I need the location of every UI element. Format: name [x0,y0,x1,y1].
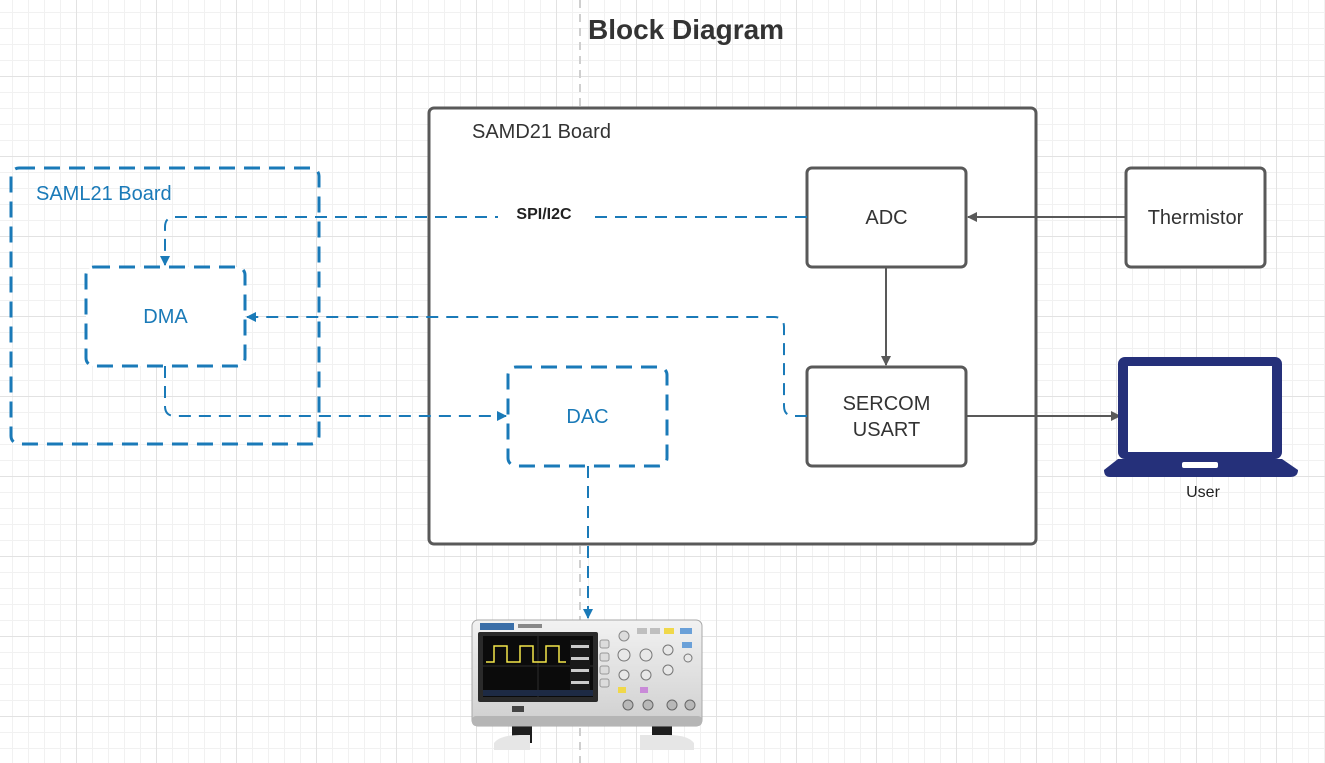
sercom-line2: USART [852,418,921,441]
arrow-dma-to-dac [164,366,507,421]
adc-label: ADC [865,206,908,229]
spi-i2c-label: SPI/I2C [498,206,590,224]
dac-block[interactable] [506,365,669,468]
dma-label: DMA [143,305,188,328]
saml21-board-label: SAML21 Board [36,183,172,205]
oscilloscope-icon [471,619,703,750]
saml21-board[interactable] [9,166,321,446]
user-label: User [1186,484,1220,501]
arrow-sercom-to-dma [246,312,807,417]
dac-label: DAC [566,405,609,428]
laptop-icon [1104,357,1298,477]
page-title: Block Diagram [588,14,785,45]
dma-block[interactable] [84,265,247,368]
sercom-usart-label: SERCOM USART [807,367,966,466]
thermistor-label: Thermistor [1147,206,1244,229]
arrow-adc-to-dma-bus [160,216,807,266]
samd21-board-label: SAMD21 Board [472,121,611,143]
sercom-line1: SERCOM [842,392,931,415]
